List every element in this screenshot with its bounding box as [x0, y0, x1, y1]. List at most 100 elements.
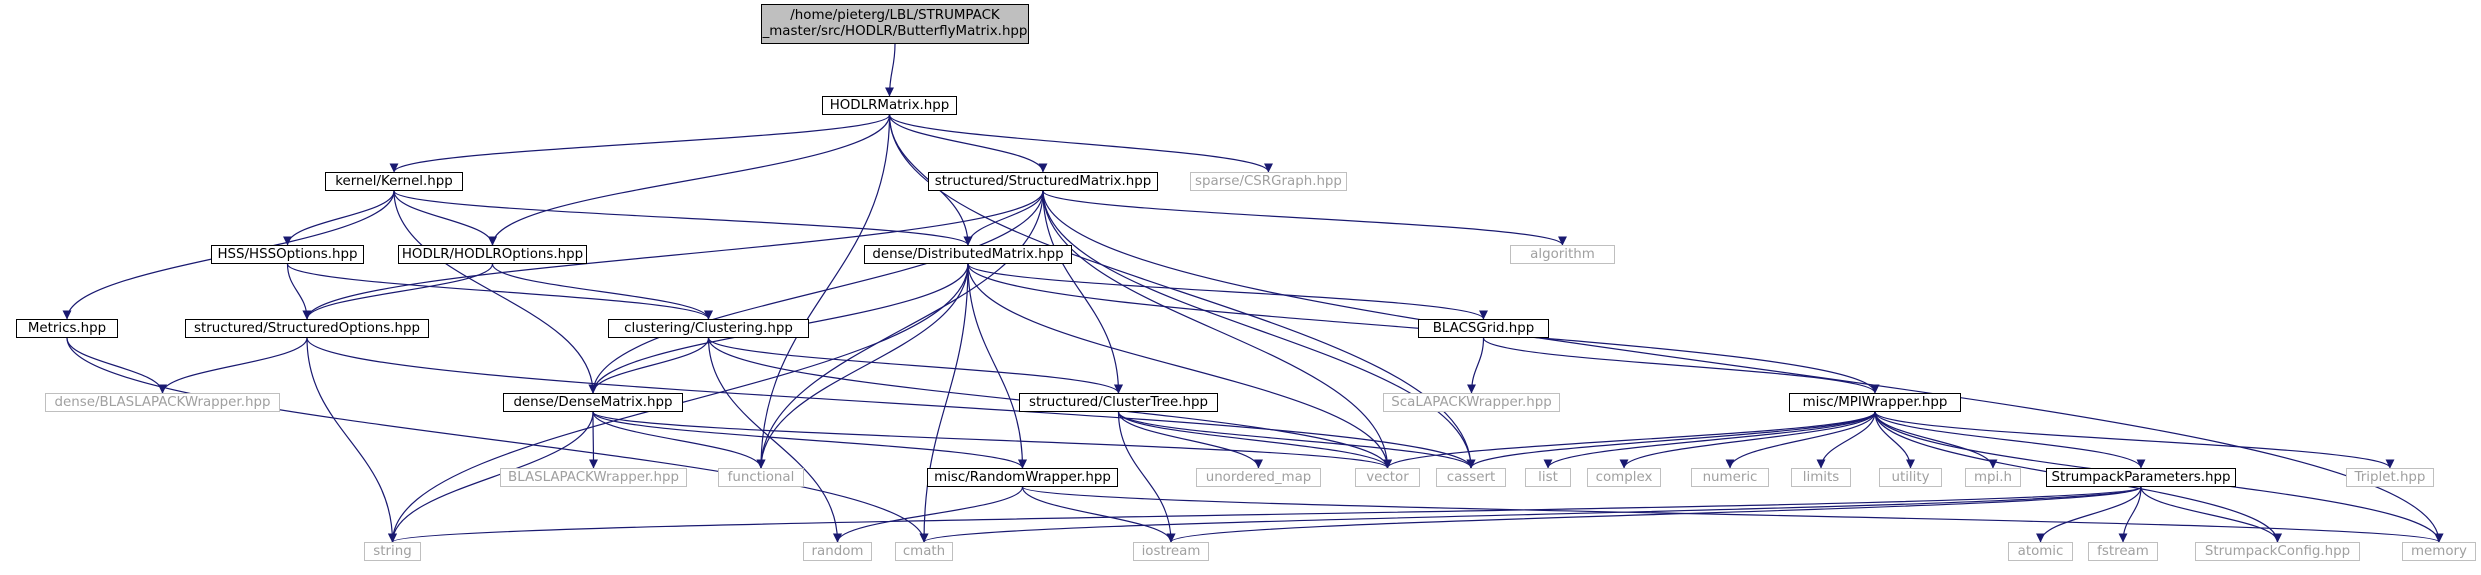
node-numeric: numeric — [1691, 468, 1769, 487]
node-cassert: cassert — [1436, 468, 1506, 487]
node-structured-clustertree-hpp[interactable]: structured/ClusterTree.hpp — [1019, 393, 1218, 412]
edge-kernel-to-hssoptions — [283, 190, 395, 246]
edge-clustertree-to-unorderedmap — [1117, 411, 1263, 469]
edge-structuredmatrix-to-cassert — [1042, 190, 1476, 469]
edge-mpiwrapper-to-vector — [1383, 411, 1876, 469]
edge-randomwrapper-to-iostream — [1021, 486, 1176, 543]
edge-metrics-to-denseblaslapack — [66, 337, 167, 394]
node-structured-structuredmatrix-hpp[interactable]: structured/StructuredMatrix.hpp — [928, 172, 1158, 191]
edge-strumpackparams-to-fstream — [2118, 486, 2142, 543]
edge-strumpackparams-to-iostream — [1166, 486, 2142, 543]
edge-structopts-to-denseblaslapack — [158, 337, 308, 394]
node-blacsgrid-hpp[interactable]: BLACSGrid.hpp — [1418, 319, 1549, 338]
edge-structuredmatrix-to-distmatrix — [963, 190, 1044, 246]
edge-randomwrapper-to-memory — [1021, 486, 2444, 543]
edge-structuredmatrix-to-algorithm — [1042, 190, 1567, 246]
edge-structuredmatrix-to-vector — [1042, 190, 1392, 469]
node-atomic: atomic — [2008, 542, 2073, 561]
edge-clustertree-to-vector — [1117, 411, 1392, 469]
node-random: random — [803, 542, 872, 561]
node-strumpackconfig-hpp: StrumpackConfig.hpp — [2195, 542, 2360, 561]
node-fstream: fstream — [2088, 542, 2158, 561]
edge-root-to-hodlrmatrix — [885, 43, 896, 97]
node-dense-distributedmatrix-hpp[interactable]: dense/DistributedMatrix.hpp — [864, 245, 1072, 264]
edge-metrics-to-cmath — [66, 337, 929, 543]
node-hodlr-hodlroptions-hpp[interactable]: HODLR/HODLROptions.hpp — [398, 245, 587, 264]
edge-hodlroptions-to-clustering — [491, 263, 713, 320]
node-misc-randomwrapper-hpp[interactable]: misc/RandomWrapper.hpp — [927, 468, 1118, 487]
edge-hssoptions-to-clustering — [286, 263, 713, 320]
edge-densematrix-to-blaslapack — [588, 411, 598, 469]
edge-densematrix-to-string — [388, 411, 594, 543]
node-unordered-map: unordered_map — [1196, 468, 1321, 487]
edge-structuredmatrix-to-functional — [756, 190, 1044, 469]
node-hss-hssoptions-hpp[interactable]: HSS/HSSOptions.hpp — [211, 245, 364, 264]
edge-mpiwrapper-to-utility — [1874, 411, 1915, 469]
edge-distmatrix-to-randomwrapper — [967, 263, 1027, 469]
node-strumpackparameters-hpp[interactable]: StrumpackParameters.hpp — [2046, 468, 2236, 487]
edge-structuredmatrix-to-memory — [1042, 190, 2444, 543]
edge-densematrix-to-vector — [592, 411, 1392, 469]
node-functional: functional — [718, 468, 804, 487]
edge-mpiwrapper-to-limits — [1816, 411, 1876, 469]
edge-structuredmatrix-to-densematrix — [588, 190, 1044, 394]
node-list: list — [1525, 468, 1571, 487]
node-sparse-csrgraph-hpp: sparse/CSRGraph.hpp — [1190, 172, 1347, 191]
edge-structuredmatrix-to-structopts — [302, 190, 1044, 320]
node-algorithm: algorithm — [1510, 245, 1615, 264]
edge-strumpackparams-to-string — [388, 486, 2142, 543]
edge-kernel-to-distmatrix — [393, 190, 973, 246]
edge-hodlrmatrix-to-hodlroptions — [488, 114, 891, 246]
edge-strumpackparams-to-atomic — [2036, 486, 2142, 543]
edge-strumpackparams-to-strumpackconfig — [2140, 486, 2282, 543]
edge-densematrix-to-randomwrapper — [592, 411, 1027, 469]
edge-clustertree-to-iostream — [1117, 411, 1176, 543]
root-label-line: _master/src/HODLR/ButterflyMatrix.hpp — [762, 24, 1028, 39]
node-iostream: iostream — [1133, 542, 1209, 561]
edge-clustering-to-random — [707, 337, 842, 543]
edge-hodlrmatrix-to-functional — [756, 114, 891, 469]
node-memory: memory — [2402, 542, 2476, 561]
node-master-src-hodlr-butterflymatrix-hpp[interactable]: /home/pieterg/LBL/STRUMPACK_master/src/H… — [761, 4, 1029, 44]
node-cmath: cmath — [895, 542, 953, 561]
node-utility: utility — [1879, 468, 1942, 487]
node-kernel-kernel-hpp[interactable]: kernel/Kernel.hpp — [325, 172, 463, 191]
edge-hodlrmatrix-to-structuredmatrix — [888, 114, 1048, 173]
node-complex: complex — [1587, 468, 1661, 487]
edge-mpiwrapper-to-strumpackparams — [1874, 411, 2146, 469]
node-mpi-h: mpi.h — [1965, 468, 2021, 487]
node-structured-structuredoptions-hpp[interactable]: structured/StructuredOptions.hpp — [185, 319, 429, 338]
edge-distmatrix-to-blacsgrid — [967, 263, 1488, 320]
edge-structopts-to-cassert — [306, 337, 1476, 469]
edge-kernel-to-densematrix — [393, 190, 598, 394]
node-scalapackwrapper-hpp: ScaLAPACKWrapper.hpp — [1383, 393, 1560, 412]
edge-hodlrmatrix-to-cassert — [888, 114, 1476, 469]
edge-clustering-to-clustertree — [707, 337, 1123, 394]
edge-distmatrix-to-cmath — [919, 263, 969, 543]
edge-hodlroptions-to-structopts — [302, 263, 494, 320]
edge-randomwrapper-to-random — [833, 486, 1024, 543]
edge-densematrix-to-functional — [592, 411, 766, 469]
node-triplet-hpp: Triplet.hpp — [2346, 468, 2434, 487]
edge-distmatrix-to-vector — [967, 263, 1392, 469]
edge-strumpackparams-to-cmath — [919, 486, 2142, 543]
edge-hodlrmatrix-to-csrgraph — [888, 114, 1273, 173]
edge-mpiwrapper-to-cassert — [1466, 411, 1876, 469]
edge-blacsgrid-to-mpiwrapper — [1482, 337, 1880, 394]
node-dense-blaslapackwrapper-hpp: dense/BLASLAPACKWrapper.hpp — [45, 393, 280, 412]
edge-mpiwrapper-to-list — [1543, 411, 1876, 469]
edge-structopts-to-string — [306, 337, 397, 543]
edge-mpiwrapper-to-complex — [1619, 411, 1876, 469]
node-metrics-hpp[interactable]: Metrics.hpp — [16, 319, 118, 338]
edge-mpiwrapper-to-triplet — [1874, 411, 2395, 469]
node-clustering-clustering-hpp[interactable]: clustering/Clustering.hpp — [608, 319, 809, 338]
edge-clustertree-to-cassert — [1117, 411, 1476, 469]
edge-clustering-to-densematrix — [588, 337, 710, 394]
node-misc-mpiwrapper-hpp[interactable]: misc/MPIWrapper.hpp — [1789, 393, 1961, 412]
node-hodlrmatrix-hpp[interactable]: HODLRMatrix.hpp — [822, 96, 957, 115]
edge-structuredmatrix-to-clustertree — [1042, 190, 1123, 394]
edge-blacsgrid-to-scalapack — [1467, 337, 1485, 394]
root-label-line: /home/pieterg/LBL/STRUMPACK — [790, 8, 1000, 23]
node-dense-densematrix-hpp[interactable]: dense/DenseMatrix.hpp — [503, 393, 683, 412]
